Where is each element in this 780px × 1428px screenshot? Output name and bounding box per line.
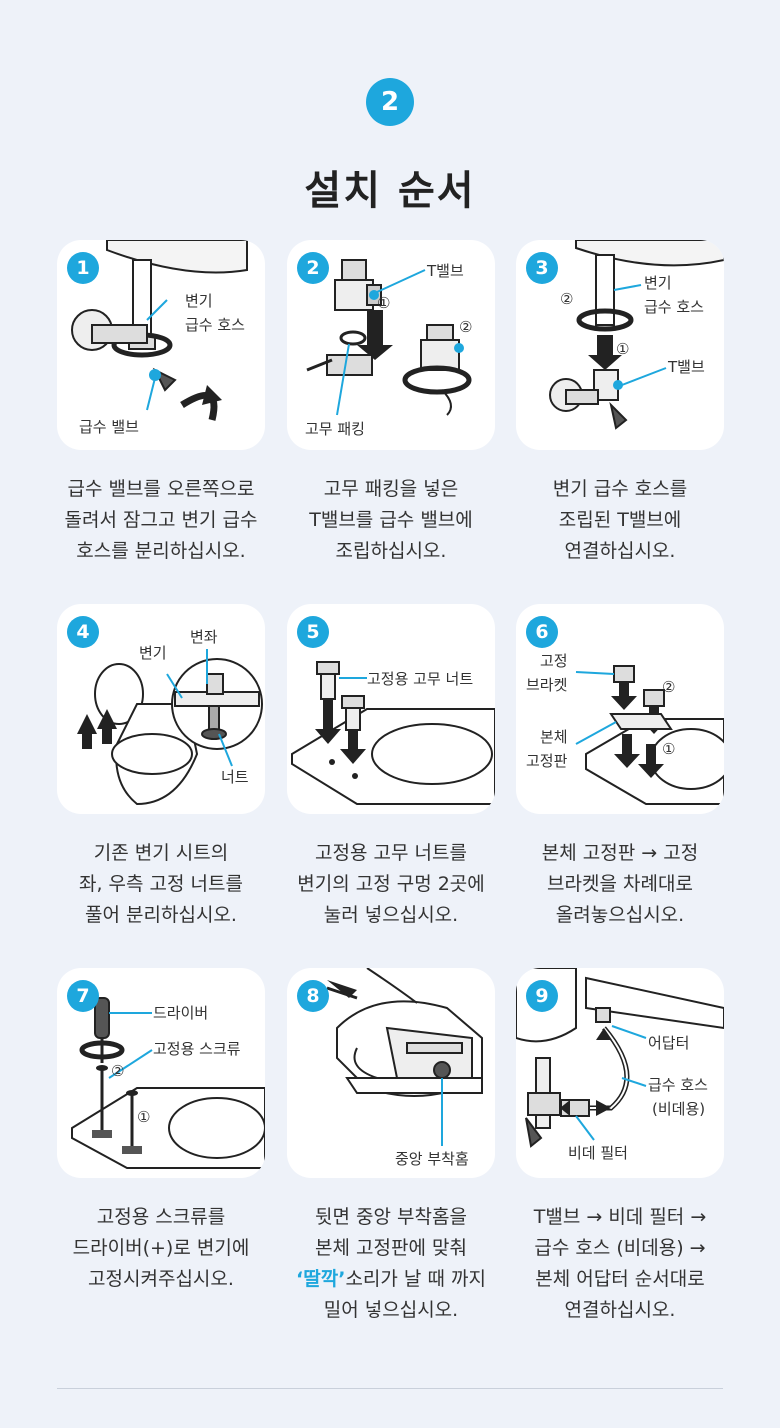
step-8-description: 뒷면 중앙 부착홈을 본체 고정판에 맞춰 ‘딸깍’소리가 날 때 까지 밀어 … bbox=[296, 1206, 486, 1321]
step-8: 8 중앙 부착홈 뒷면 중앙 부착홈을 본체 고정판에 맞춰 ‘딸깍’소리가 날… bbox=[287, 968, 495, 1326]
step-3: 3 변기 급수 호스 ② ① T밸브 변기 급수 호스를 조립된 T밸브에 연결… bbox=[516, 240, 724, 567]
step-1-label-toilet: 변기 bbox=[185, 292, 213, 310]
valve-hose-icon bbox=[71, 240, 248, 421]
step-6-label-bracket: 브라켓 bbox=[526, 676, 568, 694]
hose-connect-icon bbox=[549, 240, 724, 430]
step-4-label-nut: 너트 bbox=[221, 768, 249, 786]
step-4-illustration: 4 변좌 변기 너트 bbox=[57, 604, 265, 814]
step-3-description: 변기 급수 호스를 조립된 T밸브에 연결하십시오. bbox=[552, 478, 688, 562]
step-5: 5 고정용 고무 너트 고정용 고무 너트를 변기의 고정 구멍 2곳에 눌러 … bbox=[287, 604, 495, 931]
step-5-number-badge: 5 bbox=[297, 616, 329, 648]
step-1-label-valve: 급수 밸브 bbox=[79, 418, 139, 436]
step-7: 7 드라이버 고정용 스크류 ② ① 고정용 스크류를 드라이버(+)로 변기에… bbox=[57, 968, 265, 1295]
step-1-description: 급수 밸브를 오른쪽으로 돌려서 잠그고 변기 급수 호스를 분리하십시오. bbox=[64, 478, 258, 562]
step-1-label-hose: 급수 호스 bbox=[185, 316, 245, 334]
step-3-number-badge: 3 bbox=[526, 252, 558, 284]
step-4-label-seat: 변좌 bbox=[190, 628, 218, 646]
step-2-number-badge: 2 bbox=[297, 252, 329, 284]
step-5-description: 고정용 고무 너트를 변기의 고정 구멍 2곳에 눌러 넣으십시오. bbox=[297, 842, 485, 926]
step-9-description: T밸브 → 비데 필터 → 급수 호스 (비데용) → 본체 어답터 순서대로 … bbox=[533, 1206, 707, 1321]
step-3-label-tvalve: T밸브 bbox=[668, 358, 705, 376]
step-2-label-packing: 고무 패킹 bbox=[305, 420, 365, 438]
step-3-illustration: 3 변기 급수 호스 ② ① T밸브 bbox=[516, 240, 724, 450]
step-6-label-plate: 고정판 bbox=[526, 752, 568, 770]
t-valve-icon bbox=[306, 259, 472, 416]
step-7-description: 고정용 스크류를 드라이버(+)로 변기에 고정시켜주십시오. bbox=[72, 1206, 250, 1290]
step-2-label-1: ① bbox=[377, 294, 391, 312]
rubber-nut-icon bbox=[291, 661, 495, 805]
step-9-label-adapter: 어답터 bbox=[648, 1034, 690, 1052]
step-7-label-2: ② bbox=[111, 1062, 125, 1080]
step-3-label-toilet: 변기 bbox=[644, 274, 672, 292]
step-1-number-badge: 1 bbox=[67, 252, 99, 284]
step-6-label-body: 본체 bbox=[540, 728, 568, 746]
step-6-label-1: ① bbox=[662, 740, 676, 758]
step-4-number-badge: 4 bbox=[67, 616, 99, 648]
step-2: 2 T밸브 ① ② 고무 패킹 고무 패킹을 넣은 T밸브를 급수 밸브에 조립… bbox=[287, 240, 495, 567]
step-1: 1 변기 급수 호스 급수 밸브 급수 밸브를 오른쪽으로 돌려서 잠그고 변기… bbox=[57, 240, 265, 567]
step-6: 6 고정 브라켓 ② 본체 고정판 ① 본체 고정판 → 고정 브라켓을 차례대… bbox=[516, 604, 724, 931]
step-7-number-badge: 7 bbox=[67, 980, 99, 1012]
step-3-label-hose: 급수 호스 bbox=[644, 298, 704, 316]
step-9: 9 어답터 급수 호스 (비데용) 비데 필터 T밸브 → 비데 필터 → 급수… bbox=[516, 968, 724, 1326]
step-8-highlight-click: ‘딸깍’ bbox=[296, 1268, 346, 1290]
step-8-number-badge: 8 bbox=[297, 980, 329, 1012]
step-9-label-filter: 비데 필터 bbox=[568, 1144, 628, 1162]
step-6-illustration: 6 고정 브라켓 ② 본체 고정판 ① bbox=[516, 604, 724, 814]
step-9-label-hose: 급수 호스 bbox=[648, 1076, 708, 1094]
step-9-label-bidet: (비데용) bbox=[652, 1100, 706, 1118]
step-8-illustration: 8 중앙 부착홈 bbox=[287, 968, 495, 1178]
step-4-description: 기존 변기 시트의 좌, 우측 고정 너트를 풀어 분리하십시오. bbox=[79, 842, 243, 926]
step-6-label-fix: 고정 bbox=[540, 652, 568, 670]
step-2-label-tvalve: T밸브 bbox=[427, 262, 464, 280]
screwdriver-icon bbox=[71, 997, 265, 1169]
bracket-plate-icon bbox=[575, 665, 724, 805]
step-6-number-badge: 6 bbox=[526, 616, 558, 648]
step-7-label-1: ① bbox=[137, 1108, 151, 1126]
step-8-label-center-groove: 중앙 부착홈 bbox=[395, 1150, 469, 1168]
bidet-body-icon bbox=[326, 968, 483, 1146]
step-7-label-screw: 고정용 스크류 bbox=[153, 1040, 241, 1058]
step-7-illustration: 7 드라이버 고정용 스크류 ② ① bbox=[57, 968, 265, 1178]
page-title: 설치 순서 bbox=[304, 168, 476, 214]
step-5-illustration: 5 고정용 고무 너트 bbox=[287, 604, 495, 814]
step-1-illustration: 1 변기 급수 호스 급수 밸브 bbox=[57, 240, 265, 450]
step-2-illustration: 2 T밸브 ① ② 고무 패킹 bbox=[287, 240, 495, 450]
step-4: 4 변좌 변기 너트 기존 변기 시트의 좌, 우측 고정 너트를 풀어 분리하… bbox=[57, 604, 265, 931]
step-3-label-1: ① bbox=[616, 340, 630, 358]
step-2-label-2: ② bbox=[459, 318, 473, 336]
step-6-description: 본체 고정판 → 고정 브라켓을 차례대로 올려놓으십시오. bbox=[541, 842, 699, 926]
step-5-label-rubber-nut: 고정용 고무 너트 bbox=[367, 670, 474, 688]
step-9-number-badge: 9 bbox=[526, 980, 558, 1012]
step-7-label-driver: 드라이버 bbox=[153, 1004, 209, 1022]
step-6-label-2: ② bbox=[662, 678, 676, 696]
section-number-badge: 2 bbox=[366, 78, 414, 126]
step-3-label-2: ② bbox=[560, 290, 574, 308]
bottom-divider bbox=[57, 1388, 723, 1389]
step-2-description: 고무 패킹을 넣은 T밸브를 급수 밸브에 조립하십시오. bbox=[309, 478, 473, 562]
step-9-illustration: 9 어답터 급수 호스 (비데용) 비데 필터 bbox=[516, 968, 724, 1178]
toilet-seat-icon bbox=[77, 649, 263, 806]
step-4-label-toilet: 변기 bbox=[139, 644, 167, 662]
